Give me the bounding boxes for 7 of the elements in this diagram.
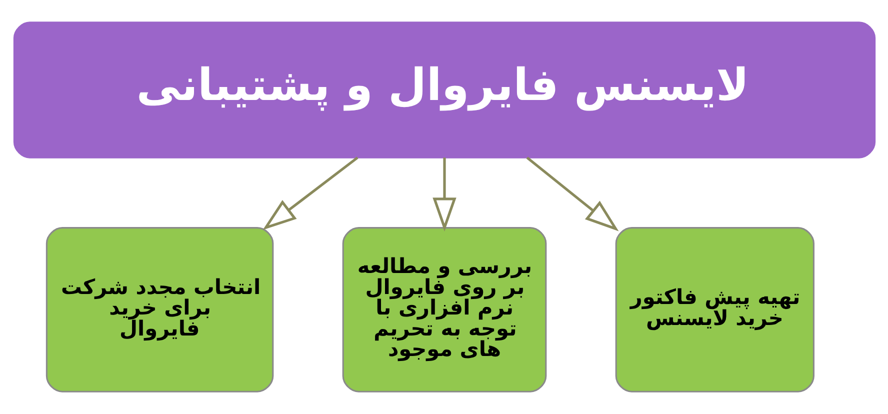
arrow <box>526 156 618 232</box>
node-box: تهیه پیش فاکتور خرید لایسنس <box>614 227 814 392</box>
node-box: لایسنس فایروال و پشتیبانی <box>12 22 876 158</box>
arrow <box>262 156 358 230</box>
node-box: بررسی و مطالعه بر روی فایروال نرم افزاری با توجه به تحریم های موجود <box>342 227 546 392</box>
arrow <box>432 158 456 232</box>
node-box: انتخاب مجدد شرکت برای خرید فایروال <box>45 227 274 392</box>
